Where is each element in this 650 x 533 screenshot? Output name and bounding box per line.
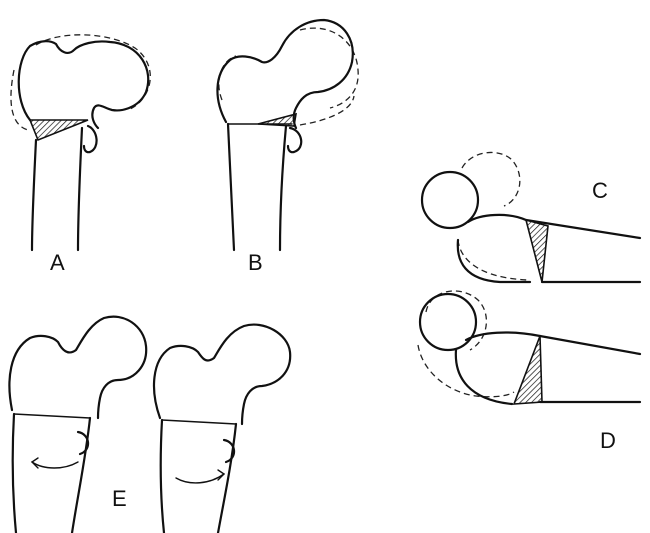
figure-e-right-shaft — [161, 420, 236, 533]
figure-b-head — [217, 20, 352, 128]
figure-a-lesser-trochanter — [84, 126, 97, 152]
figure-e-right-rotation-arrow — [176, 474, 224, 483]
label-a: A — [50, 252, 65, 274]
figure-c-head — [422, 172, 478, 228]
figure-b-lesser-trochanter — [288, 128, 301, 152]
figure-d-head — [420, 294, 476, 350]
label-e: E — [112, 488, 127, 510]
figure-a-original-outline — [11, 35, 150, 130]
figure-b-shaft — [228, 124, 286, 250]
label-d: D — [600, 430, 616, 452]
figure-c-neck — [458, 215, 530, 282]
figure-b-femur — [217, 20, 358, 250]
label-b: B — [248, 252, 263, 274]
figure-a-shaft — [32, 128, 82, 250]
figure-b-wedge — [258, 114, 296, 126]
figure-e-right-arrowhead — [218, 470, 224, 480]
figure-b-original-outline — [219, 28, 358, 125]
figure-c-femur — [422, 152, 640, 282]
figure-e-left-cut-line — [14, 414, 90, 418]
figure-a-wedge — [30, 120, 88, 140]
figure-d-shaft — [540, 336, 640, 402]
figure-e-right-head — [154, 325, 290, 424]
label-c: C — [592, 180, 608, 202]
figure-a-femur — [11, 35, 150, 250]
figure-c-wedge — [526, 220, 548, 282]
figure-a-head — [19, 41, 148, 128]
figure-e-right-cut-line — [162, 420, 236, 424]
figure-e-left-head — [9, 317, 146, 418]
figure-d-wedge — [514, 336, 542, 404]
figure-d-femur — [418, 291, 640, 404]
figure-e-femur-right — [154, 325, 290, 533]
figure-e-left-rotation-arrow — [32, 462, 78, 468]
